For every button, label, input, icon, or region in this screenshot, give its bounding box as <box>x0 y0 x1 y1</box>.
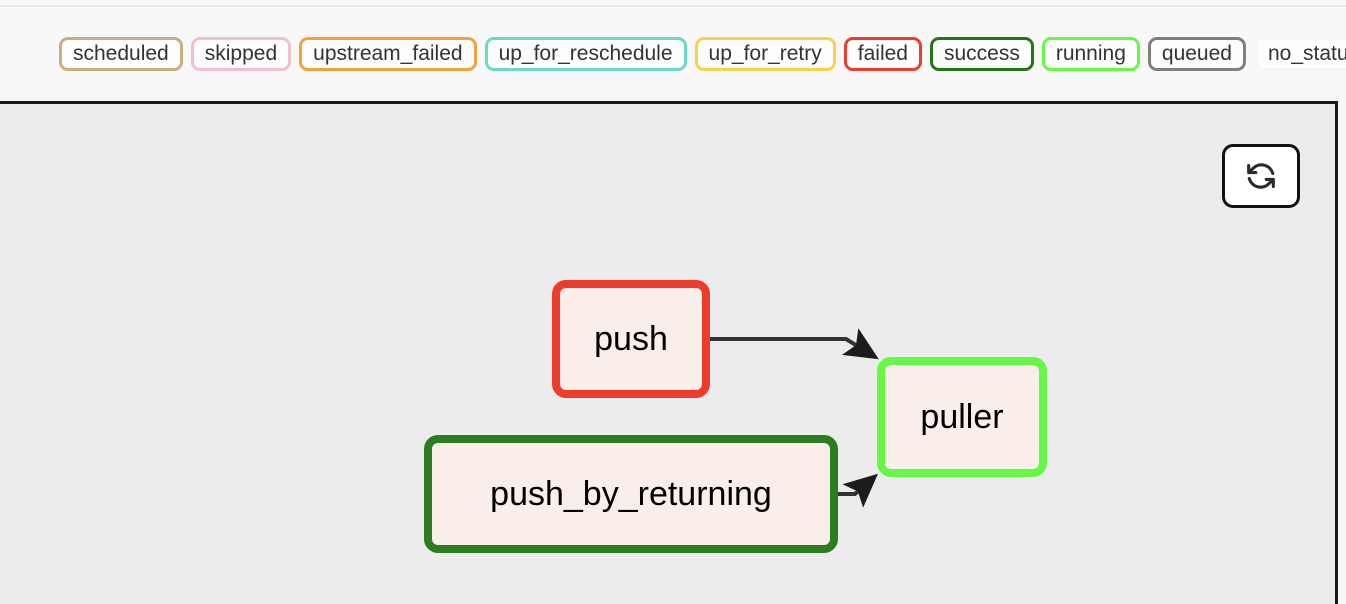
graph-node-puller[interactable]: puller <box>877 357 1047 477</box>
legend-pill-running[interactable]: running <box>1041 36 1140 71</box>
legend-pill-upstream-failed[interactable]: upstream_failed <box>299 36 477 71</box>
legend-pill-scheduled[interactable]: scheduled <box>59 36 183 71</box>
legend-pill-skipped[interactable]: skipped <box>190 36 292 71</box>
top-divider <box>0 5 1346 7</box>
legend-pill-up-for-reschedule[interactable]: up_for_reschedule <box>484 36 687 71</box>
graph-node-label: push_by_returning <box>490 475 772 513</box>
graph-node-label: puller <box>920 398 1004 436</box>
edge-push-by-returning-to-puller <box>838 473 878 508</box>
legend-pill-failed[interactable]: failed <box>843 36 922 71</box>
refresh-icon <box>1244 159 1278 193</box>
edge-push-to-puller <box>710 328 879 360</box>
graph-edges-layer <box>710 328 879 508</box>
legend-pill-queued[interactable]: queued <box>1147 36 1246 71</box>
legend-pill-no-status[interactable]: no_status <box>1253 36 1346 71</box>
graph-node-push[interactable]: push <box>552 280 710 398</box>
legend-pill-success[interactable]: success <box>929 36 1034 71</box>
dag-graph-canvas[interactable]: push push_by_returning puller <box>0 101 1338 604</box>
refresh-icon-button[interactable] <box>1222 144 1300 208</box>
graph-node-label: push <box>594 320 668 358</box>
graph-node-push-by-returning[interactable]: push_by_returning <box>424 435 838 553</box>
legend-pill-up-for-retry[interactable]: up_for_retry <box>694 36 836 71</box>
